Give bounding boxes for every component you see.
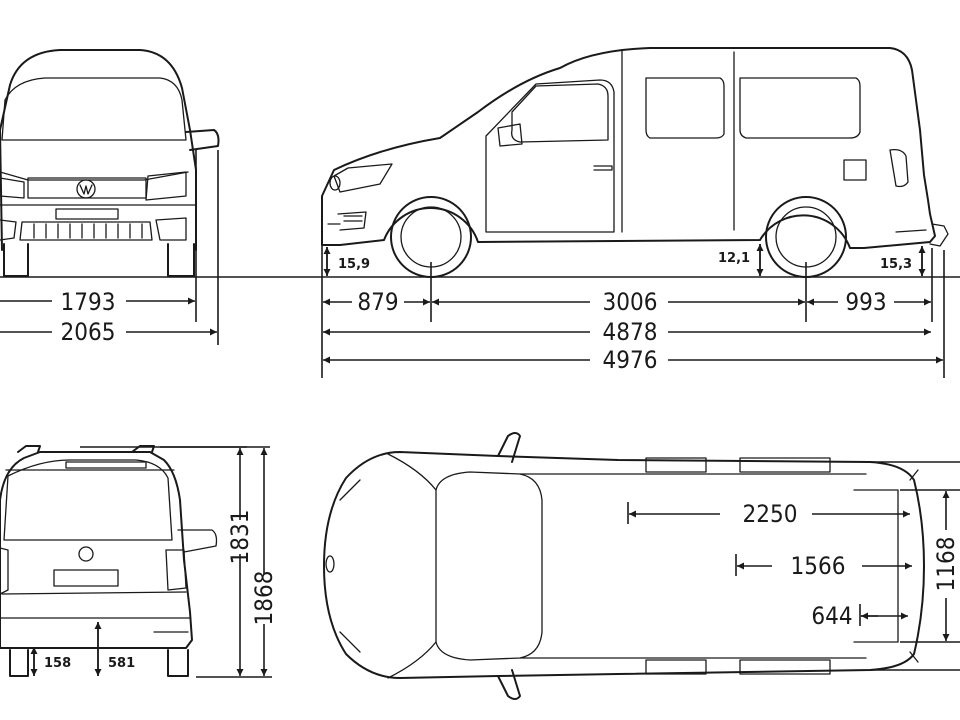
rear-view — [0, 445, 218, 677]
side-view — [321, 47, 949, 278]
front-view — [0, 49, 220, 277]
dim-overall-height: 1868 — [250, 571, 278, 626]
dim-middle-clearance: 12,1 — [718, 251, 750, 266]
dim-front-width: 2065 — [61, 318, 116, 346]
dim-rear-clearance: 15,3 — [880, 257, 912, 272]
dim-cargo-width: 1168 — [932, 537, 960, 592]
dim-overall-length: 4976 — [603, 346, 658, 374]
dim-body-height: 1831 — [226, 510, 254, 565]
dim-front-overhang: 879 — [357, 288, 398, 316]
dim-ground-clearance: 158 — [44, 656, 71, 671]
dim-cargo-length-min: 644 — [811, 602, 852, 630]
dim-wheelbase: 3006 — [603, 288, 658, 316]
dim-front-clearance: 15,9 — [338, 257, 370, 272]
dim-front-track: 1793 — [61, 288, 116, 316]
dim-loading-sill: 581 — [108, 656, 135, 671]
top-view — [323, 432, 925, 700]
dim-rear-overhang: 993 — [845, 288, 886, 316]
dim-body-length: 4878 — [603, 318, 658, 346]
dim-cargo-length-seats: 1566 — [791, 552, 846, 580]
dim-cargo-length-max: 2250 — [743, 500, 798, 528]
